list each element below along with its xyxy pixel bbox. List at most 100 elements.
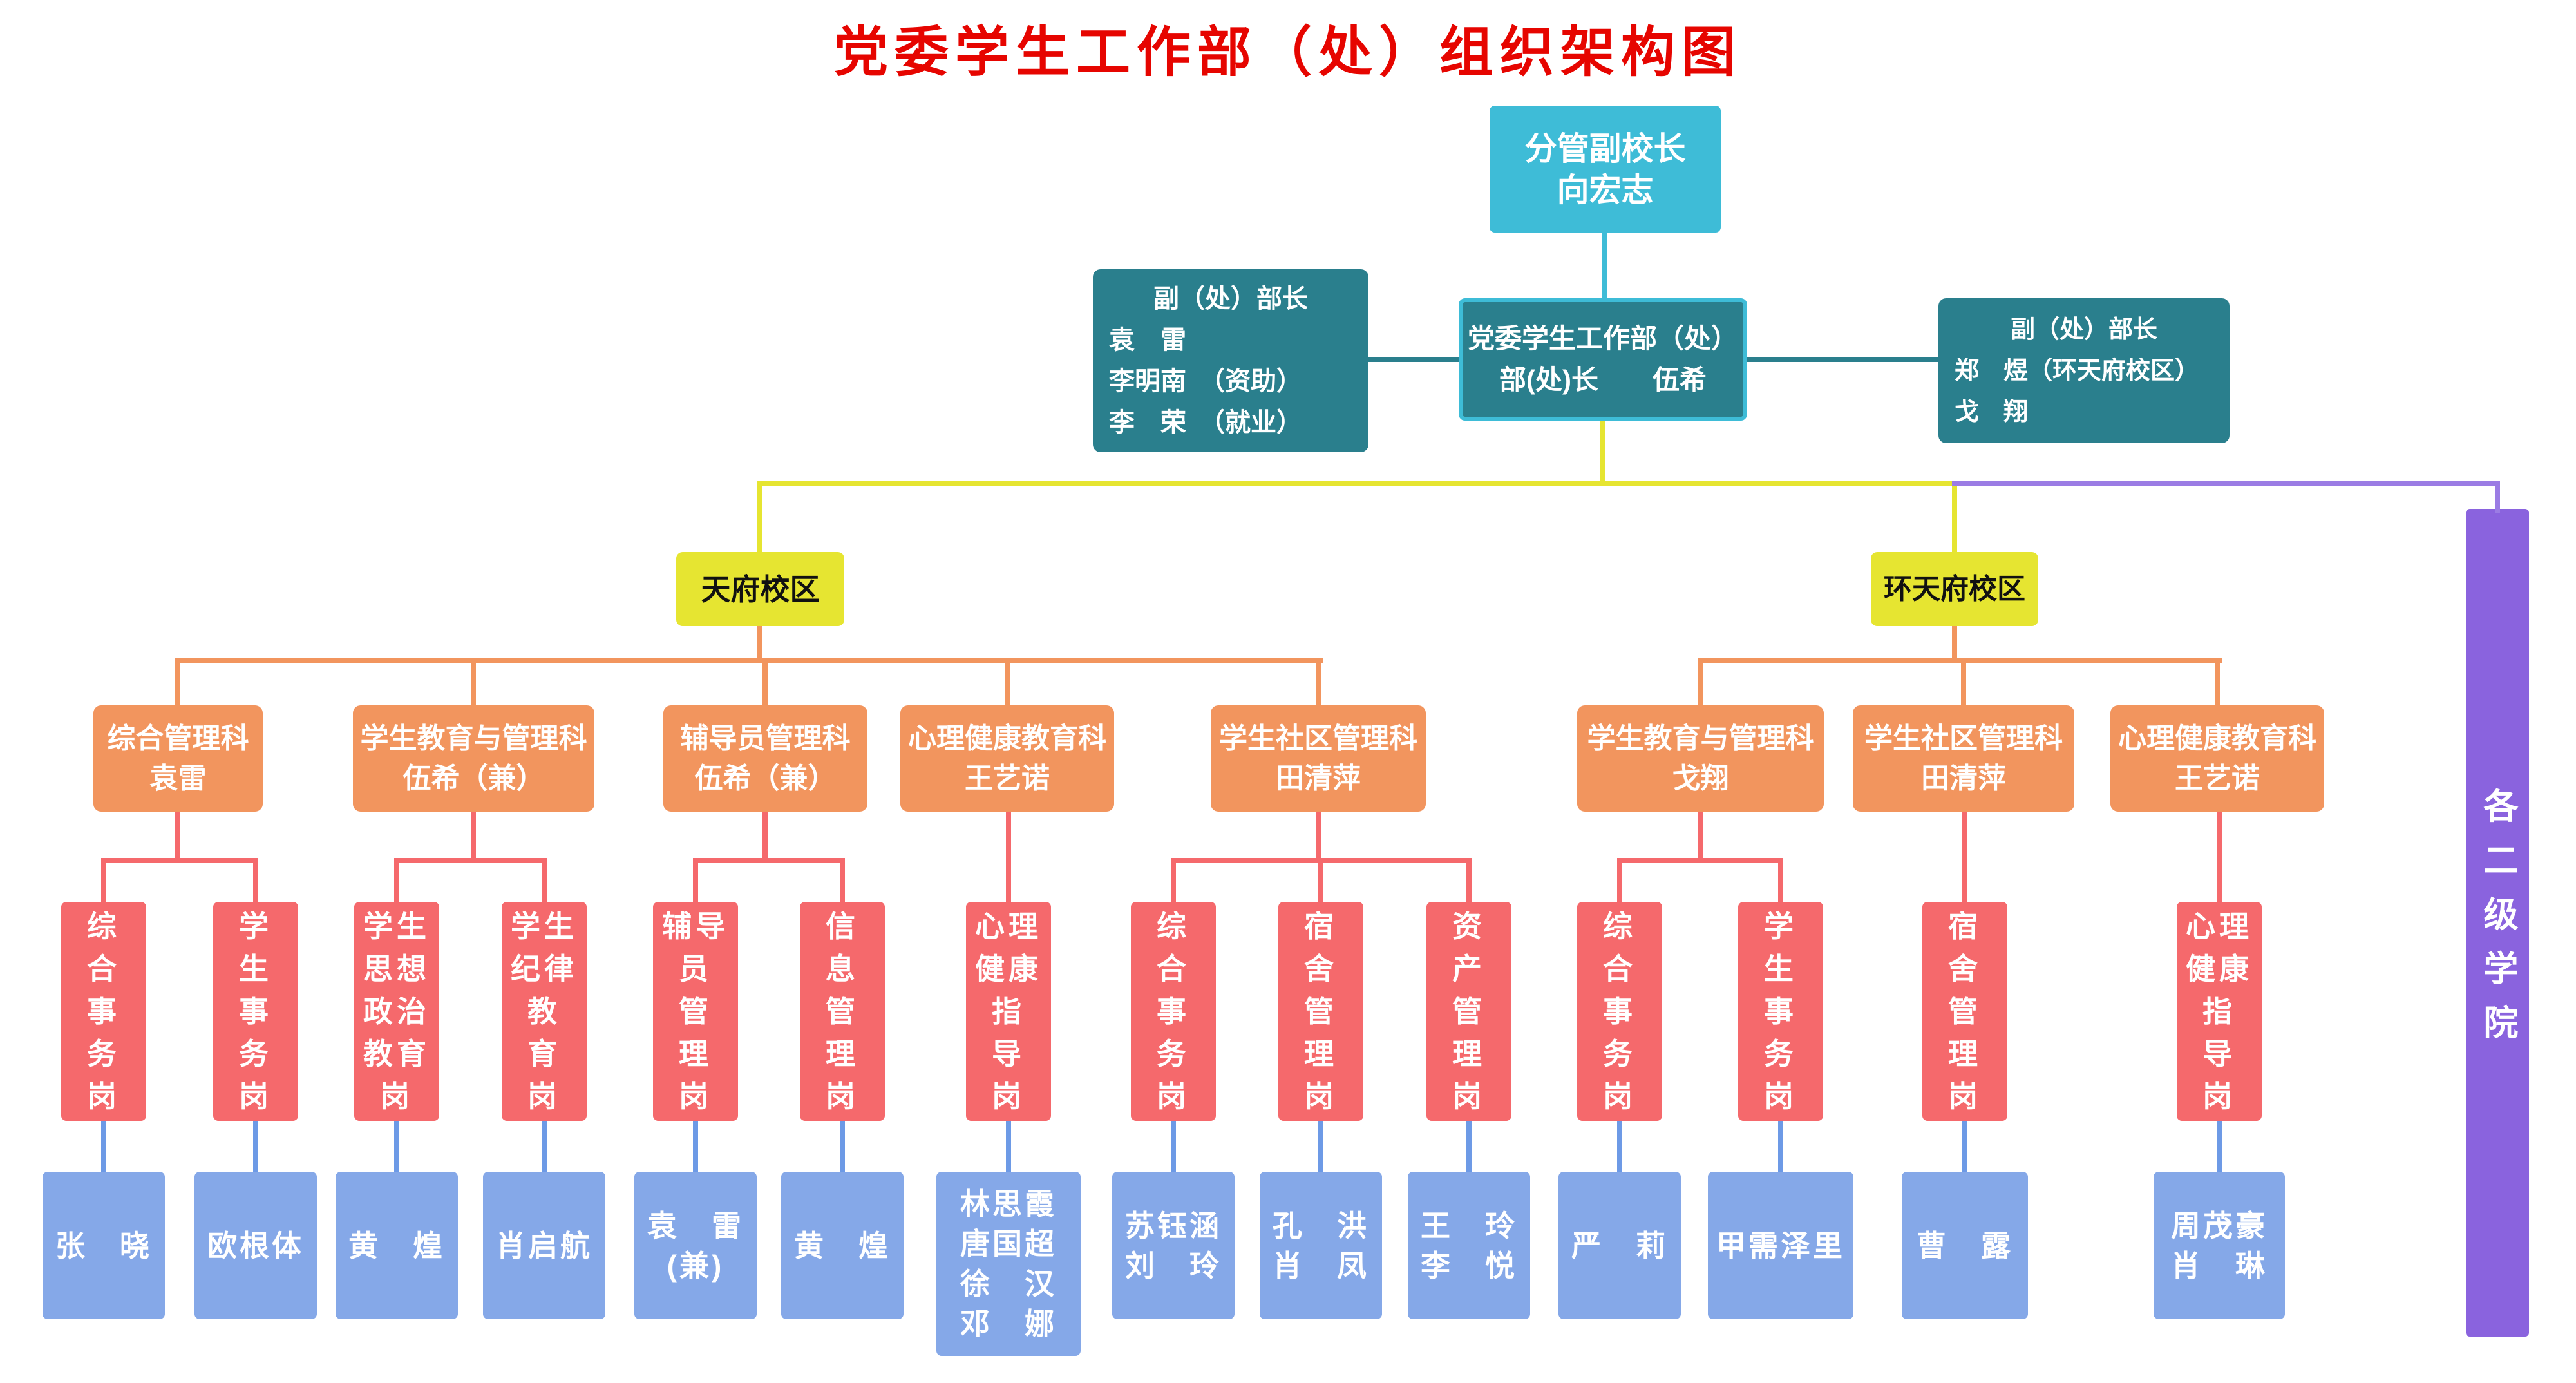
staff-box: 肖启航 <box>483 1172 605 1319</box>
chart-title: 党委学生工作部（处）组织架构图 <box>833 23 1742 83</box>
connector-line <box>1952 481 2500 486</box>
connector-line <box>1466 1121 1472 1172</box>
staff-box: 周茂豪 肖 琳 <box>2154 1172 2285 1319</box>
connector-line <box>542 1121 547 1172</box>
connector-line <box>1778 858 1783 902</box>
connector-line <box>762 812 768 861</box>
connector-line <box>1961 658 1966 708</box>
connector-line <box>1318 1121 1323 1172</box>
deputy-right-title: 副（处）部长 <box>2010 316 2157 343</box>
staff-box: 黄 煌 <box>336 1172 458 1319</box>
deputy-directors-right-box: 副（处）部长 郑 煜（环天府校区） 戈 翔 <box>1938 298 2230 443</box>
deputy-directors-left-box: 副（处）部长 袁 雷 李明南 （资助） 李 荣 （就业） <box>1093 269 1368 452</box>
connector-line <box>1600 421 1605 483</box>
director-box: 党委学生工作部（处） 部(处)长 伍希 <box>1459 298 1747 421</box>
connector-line <box>1171 1121 1176 1172</box>
department-box: 学生教育与管理科 戈翔 <box>1577 705 1824 812</box>
connector-line <box>101 858 258 863</box>
position-box: 综 合 事 务 岗 <box>61 902 146 1121</box>
connector-line <box>1368 357 1459 362</box>
connector-line <box>757 626 762 661</box>
connector-line <box>253 858 258 902</box>
connector-line <box>757 481 1957 486</box>
connector-line <box>1617 858 1622 902</box>
deputy-left-title: 副（处）部长 <box>1153 285 1308 313</box>
deputy-right-names: 郑 煜（环天府校区） 戈 翔 <box>1955 357 2200 426</box>
position-box: 宿 舍 管 理 岗 <box>1278 902 1363 1121</box>
connector-line <box>175 658 180 708</box>
connector-line <box>1698 812 1703 861</box>
department-box: 学生教育与管理科 伍希（兼） <box>353 705 594 812</box>
campus-huantianfu-box: 环天府校区 <box>1871 552 2038 626</box>
campus-tianfu-box: 天府校区 <box>676 552 844 626</box>
position-box: 辅导 员 管 理 岗 <box>653 902 738 1121</box>
department-box: 心理健康教育科 王艺诺 <box>900 705 1114 812</box>
connector-line <box>1617 858 1783 863</box>
staff-box: 欧根体 <box>194 1172 317 1319</box>
connector-line <box>1952 626 1957 661</box>
connector-line <box>693 858 698 902</box>
connector-line <box>1698 658 2222 663</box>
connector-line <box>253 1121 258 1172</box>
staff-box: 苏钰涵 刘 玲 <box>1112 1172 1235 1319</box>
position-box: 心理 健康 指 导 岗 <box>966 902 1051 1121</box>
connector-line <box>471 812 476 861</box>
connector-line <box>1778 1121 1783 1172</box>
connector-line <box>1962 812 1967 902</box>
department-box: 心理健康教育科 王艺诺 <box>2110 705 2324 812</box>
connector-line <box>1747 357 1938 362</box>
position-box: 综 合 事 务 岗 <box>1577 902 1662 1121</box>
connector-line <box>1318 858 1323 902</box>
position-box: 宿 舍 管 理 岗 <box>1922 902 2007 1121</box>
connector-line <box>693 858 845 863</box>
connector-line <box>1005 658 1010 708</box>
connector-line <box>2495 481 2500 513</box>
department-box: 综合管理科 袁雷 <box>93 705 263 812</box>
connector-line <box>1466 858 1472 902</box>
connector-line <box>394 858 399 902</box>
department-box: 辅导员管理科 伍希（兼） <box>663 705 867 812</box>
connector-line <box>1316 812 1321 861</box>
position-box: 学生 思想 政治 教育 岗 <box>354 902 439 1121</box>
connector-line <box>757 481 762 552</box>
staff-box: 曹 露 <box>1902 1172 2028 1319</box>
department-box: 学生社区管理科 田清萍 <box>1853 705 2074 812</box>
staff-box: 袁 雷 (兼) <box>634 1172 757 1319</box>
staff-box: 王 玲 李 悦 <box>1408 1172 1530 1319</box>
connector-line <box>101 858 106 902</box>
staff-box: 甲需泽里 <box>1708 1172 1853 1319</box>
secondary-colleges-bar: 各二级学院 <box>2466 509 2529 1337</box>
connector-line <box>1171 858 1176 902</box>
department-box: 学生社区管理科 田清萍 <box>1211 705 1426 812</box>
connector-line <box>394 1121 399 1172</box>
connector-line <box>1006 1121 1011 1172</box>
connector-line <box>840 1121 845 1172</box>
position-box: 学 生 事 务 岗 <box>213 902 298 1121</box>
connector-line <box>1316 658 1321 708</box>
connector-line <box>840 858 845 902</box>
position-box: 学生 纪律 教 育 岗 <box>502 902 587 1121</box>
connector-line <box>1602 233 1607 298</box>
connector-line <box>394 858 547 863</box>
connector-line <box>2217 1121 2222 1172</box>
staff-box: 严 莉 <box>1558 1172 1681 1319</box>
position-box: 信 息 管 理 岗 <box>800 902 885 1121</box>
position-box: 学 生 事 务 岗 <box>1738 902 1823 1121</box>
connector-line <box>175 658 1323 663</box>
connector-line <box>101 1121 106 1172</box>
staff-box: 林思霞 唐国超 徐 汉 邓 娜 <box>936 1172 1081 1356</box>
connector-line <box>542 858 547 902</box>
connector-line <box>175 812 180 861</box>
connector-line <box>693 1121 698 1172</box>
position-box: 资 产 管 理 岗 <box>1426 902 1511 1121</box>
staff-box: 孔 洪 肖 凤 <box>1260 1172 1382 1319</box>
connector-line <box>2217 812 2222 902</box>
connector-line <box>1962 1121 1967 1172</box>
position-box: 综 合 事 务 岗 <box>1131 902 1216 1121</box>
staff-box: 张 晓 <box>43 1172 165 1319</box>
connector-line <box>1006 812 1011 902</box>
connector-line <box>1952 481 1957 552</box>
connector-line <box>762 658 768 708</box>
position-box: 心理 健康 指 导 岗 <box>2177 902 2262 1121</box>
